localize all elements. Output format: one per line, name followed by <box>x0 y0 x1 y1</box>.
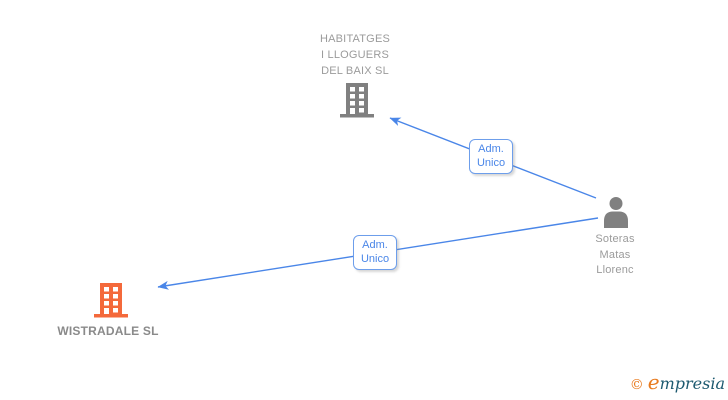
edge-label-line: Unico <box>360 253 390 265</box>
edge-label-adm-unico-top[interactable]: Adm. Unico <box>469 139 513 174</box>
building-icon <box>93 282 129 323</box>
label-line: Llorenc <box>596 264 634 276</box>
person-soteras-label: Soteras Matas Llorenc <box>575 232 655 279</box>
label-line: DEL BAIX SL <box>321 65 389 77</box>
label-line: Soteras <box>595 233 635 245</box>
empresia-watermark: ©empresia <box>630 370 725 394</box>
edge-label-line: Unico <box>476 157 506 169</box>
building-icon <box>339 82 375 123</box>
label-line: I LLOGUERS <box>320 49 390 61</box>
person-icon <box>599 196 633 233</box>
company-wistradale-label: WISTRADALE SL <box>57 324 159 338</box>
brand-initial: e <box>647 370 660 394</box>
edge-label-adm-unico-bottom[interactable]: Adm. Unico <box>353 235 397 270</box>
label-line: HABITATGES <box>319 33 391 45</box>
label-line: Matas <box>599 248 631 261</box>
copyright-icon: © <box>629 377 644 393</box>
edge-label-line: Adm. <box>478 143 504 155</box>
edge-label-line: Adm. <box>362 239 388 251</box>
brand-name: mpresia <box>659 374 725 393</box>
company-habitatges-label: HABITATGES I LLOGUERS DEL BAIX SL <box>295 31 415 79</box>
